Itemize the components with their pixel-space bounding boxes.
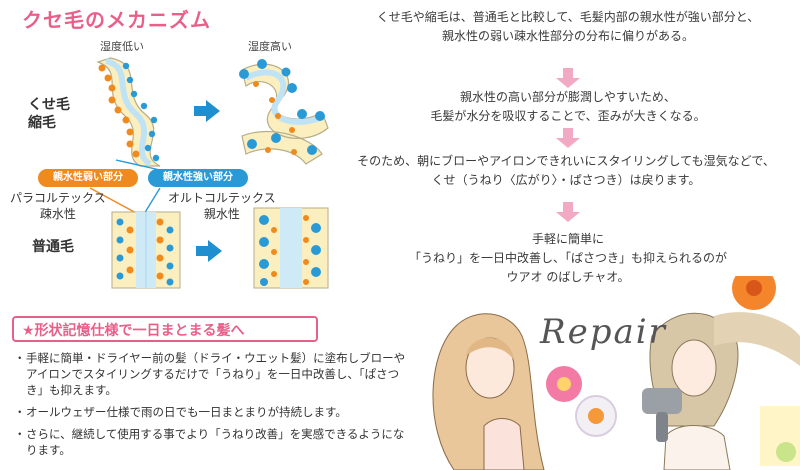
ortho-cortex-label: オルトコルテックス 親水性: [168, 191, 276, 221]
page-title: クセ毛のメカニズム: [22, 8, 211, 32]
feature-bullet-list: ・手軽に簡単・ドライヤー前の髪（ドライ・ウエット髪）に塗布しブローやアイロンでス…: [14, 350, 414, 464]
curly-hair-high-humidity-diagram: [239, 59, 329, 165]
explanation-2: 親水性の高い部分が膨潤しやすいため、 毛髪が水分を吸収することで、歪みが大きくな…: [430, 90, 706, 123]
explanation-3: そのため、朝にブローやアイロンできれいにスタイリングしても湿気などで、 くせ（う…: [357, 154, 775, 187]
normal-hair-low-humidity-diagram: [111, 211, 181, 289]
feature-banner: ★形状記憶仕様で一日まとまる髪へ: [12, 316, 318, 342]
normal-hair-row-label: 普通毛: [32, 239, 74, 255]
para-cortex-label: パラコルテックス 疎水性: [10, 191, 106, 221]
list-item: ・さらに、継続して使用する事でより「うねり改善」を実感できるようになります。: [14, 427, 405, 457]
down-arrow-1: [556, 68, 580, 88]
repair-script-text: Repair: [540, 312, 667, 352]
curly-hair-row-label: くせ毛 縮毛: [28, 97, 70, 131]
arrow-right-icon: [194, 100, 220, 122]
humidity-low-label: 湿度低い: [100, 40, 144, 53]
down-arrow-2: [556, 128, 580, 148]
down-arrow-3: [556, 202, 580, 222]
connector-lines: [89, 159, 161, 215]
pill-weak-hydrophilic: 親水性弱い部分: [38, 169, 138, 187]
normal-hair-high-humidity-diagram: [253, 207, 329, 289]
pill-strong-hydrophilic: 親水性強い部分: [148, 169, 248, 187]
arrow-right-icon-2: [196, 240, 222, 262]
curly-hair-low-humidity-diagram: [96, 57, 161, 167]
flower-icon-3: [732, 276, 776, 310]
flower-icon: [546, 366, 582, 402]
flower-icon-2: [575, 395, 617, 437]
list-item: ・オールウェザー仕様で雨の日でも一日まとまりが持続します。: [14, 405, 347, 419]
humidity-high-label: 湿度高い: [248, 40, 292, 53]
explanation-1: くせ毛や縮毛は、普通毛と比較して、毛髪内部の親水性が強い部分と、 親水性の弱い疎…: [376, 10, 760, 43]
explanation-4: 手軽に簡単に 「うねり」を一日中改善し、「ぱさつき」も抑えられるのが ウアオ の…: [408, 232, 727, 284]
list-item: ・手軽に簡単・ドライヤー前の髪（ドライ・ウエット髪）に塗布しブローやアイロンでス…: [14, 351, 406, 397]
hair-care-illustration: [432, 276, 800, 470]
